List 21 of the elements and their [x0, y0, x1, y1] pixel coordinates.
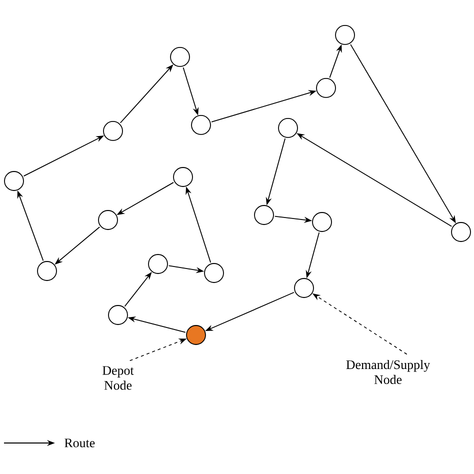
node-circle — [254, 205, 274, 225]
node-label: Depot Node — [102, 366, 134, 390]
node-label: Demand/Supply Node — [346, 360, 430, 384]
depot-node — [186, 325, 206, 345]
node-circle — [108, 305, 128, 325]
node-circle — [316, 78, 336, 98]
node-circle — [294, 278, 314, 298]
node-circle — [37, 261, 57, 281]
node-circle — [173, 167, 193, 187]
node-circle — [103, 121, 123, 141]
node-circle — [278, 118, 298, 138]
node-circle — [98, 210, 118, 230]
node-circle — [148, 254, 168, 274]
node-circle — [191, 115, 211, 135]
node-circle — [170, 47, 190, 67]
node-circle — [312, 212, 332, 232]
legend-label: Route — [64, 438, 95, 448]
node-circle — [335, 25, 355, 45]
node-circle — [4, 171, 24, 191]
node-circle — [451, 222, 471, 242]
node-circle — [204, 263, 224, 283]
